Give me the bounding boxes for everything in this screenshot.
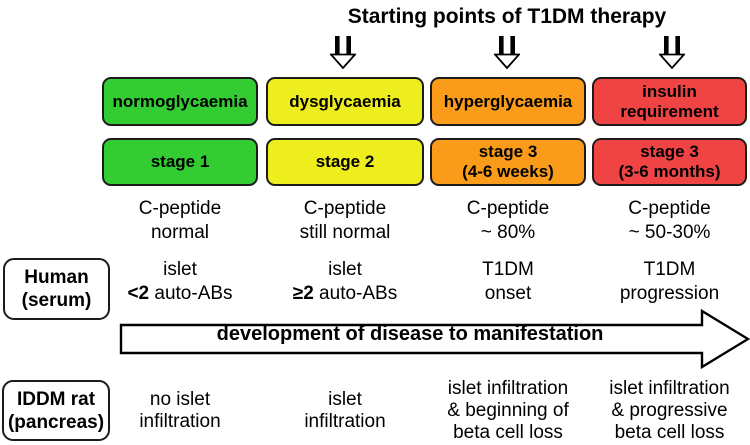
box-insulin-requirement: insulin requirement bbox=[592, 77, 747, 126]
rat-col4: islet infiltration & progressive beta ce… bbox=[609, 377, 730, 443]
box-normoglycaemia: normoglycaemia bbox=[102, 77, 258, 126]
human-col1: islet <2 auto-ABs bbox=[127, 259, 233, 304]
down-arrow-icon bbox=[494, 36, 520, 69]
box-label: dysglycaemia bbox=[289, 91, 401, 111]
box-label: stage 2 bbox=[315, 152, 375, 171]
box-label: insulin bbox=[642, 81, 697, 101]
box-dysglycaemia: dysglycaemia bbox=[266, 77, 424, 126]
box-stage-3-months: stage 3 (3-6 months) bbox=[592, 138, 747, 186]
human-serum-label: Human (serum) bbox=[3, 258, 110, 320]
human-col3: T1DM onset bbox=[482, 259, 534, 304]
box-label: hyperglycaemia bbox=[443, 91, 573, 111]
c-peptide-col4: C-peptide ~ 50-30% bbox=[628, 198, 711, 243]
box-label: stage 1 bbox=[150, 152, 210, 171]
box-label: stage 3 bbox=[640, 142, 699, 161]
down-arrow-icon bbox=[330, 36, 356, 69]
figure-title: Starting points of T1DM therapy bbox=[347, 5, 667, 28]
box-label: (4-6 weeks) bbox=[462, 162, 554, 181]
box-label: requirement bbox=[620, 101, 719, 121]
box-label: normoglycaemia bbox=[112, 91, 248, 111]
development-arrow-label: development of disease to manifestation bbox=[216, 322, 604, 345]
box-stage-1: stage 1 bbox=[102, 138, 258, 186]
box-stage-2: stage 2 bbox=[266, 138, 424, 186]
human-col4: T1DM progression bbox=[619, 259, 720, 304]
box-label: stage 3 bbox=[478, 142, 538, 161]
c-peptide-col2: C-peptide still normal bbox=[299, 198, 391, 243]
rat-col3: islet infiltration & beginning of beta c… bbox=[447, 377, 569, 443]
box-stage-3-weeks: stage 3 (4-6 weeks) bbox=[430, 138, 586, 186]
down-arrow-icon bbox=[659, 36, 685, 69]
c-peptide-col1: C-peptide normal bbox=[138, 198, 222, 243]
box-label: (3-6 months) bbox=[618, 162, 721, 181]
human-col2: islet ≥2 auto-ABs bbox=[292, 259, 398, 304]
c-peptide-col3: C-peptide ~ 80% bbox=[466, 198, 550, 243]
development-arrow bbox=[119, 308, 750, 370]
rat-col2: islet infiltration bbox=[304, 388, 386, 432]
box-hyperglycaemia: hyperglycaemia bbox=[430, 77, 586, 126]
iddm-rat-label: IDDM rat (pancreas) bbox=[2, 380, 110, 441]
rat-col1: no islet infiltration bbox=[139, 388, 221, 432]
